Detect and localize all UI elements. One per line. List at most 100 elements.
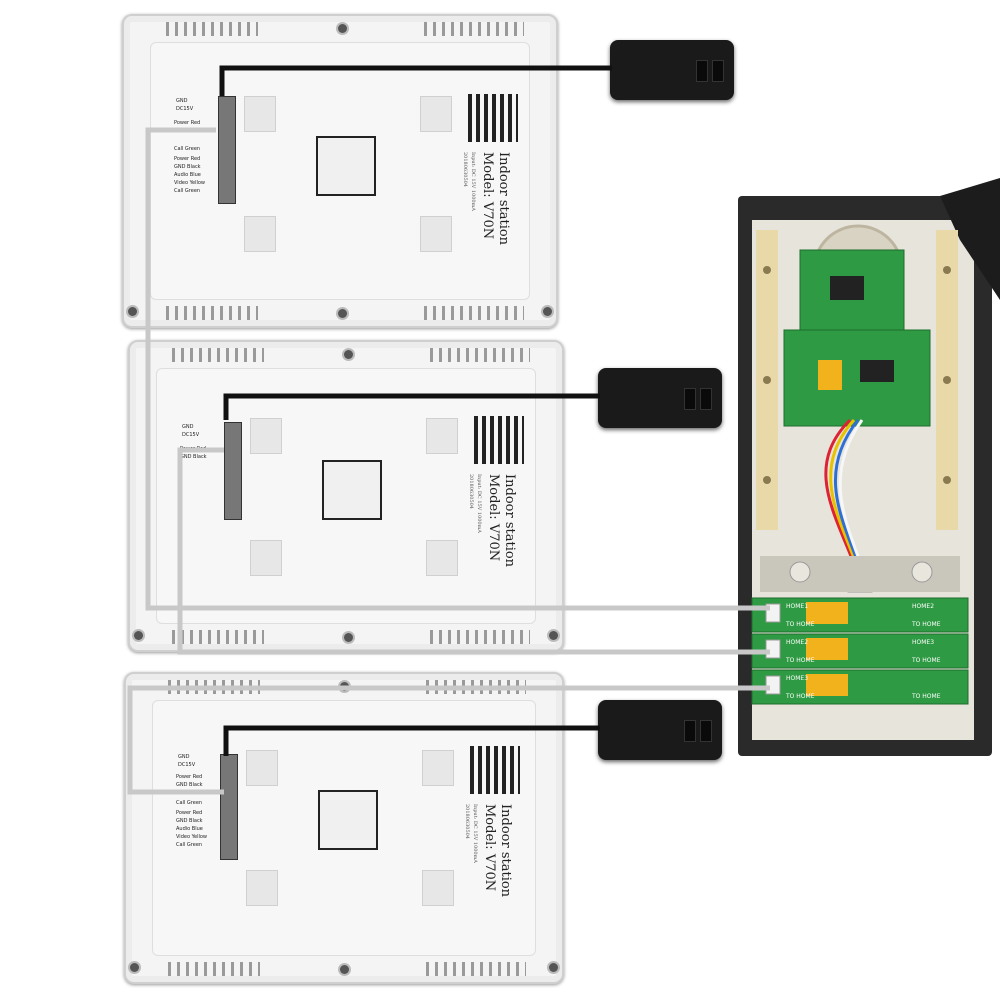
frame-hole — [911, 561, 933, 583]
pin-label: GND — [182, 424, 194, 430]
pin-label: Audio Blue — [176, 826, 203, 832]
pin-label: Power Red — [174, 120, 201, 126]
screw — [549, 963, 558, 972]
mount-slot — [426, 418, 458, 454]
power-adapter-2 — [598, 368, 722, 428]
adapter-prong — [700, 720, 712, 742]
signal-cable-monitor-2 — [177, 447, 770, 655]
mount-slot — [422, 750, 454, 786]
main-pcb — [783, 329, 931, 427]
pin-label: DC15V — [176, 106, 194, 112]
mounting-screw — [763, 476, 771, 484]
mount-slot — [246, 750, 278, 786]
serial-number: 20180630504 — [468, 474, 474, 509]
screw — [128, 307, 137, 316]
outdoor-station — [738, 178, 1000, 756]
pin-label: DC15V — [178, 762, 196, 768]
relay-board-relay — [806, 674, 848, 696]
wall-mount-square — [318, 790, 378, 850]
pin-label: DC15V — [182, 432, 200, 438]
model-label: Model: V70N — [486, 474, 501, 562]
bottom-vent-left — [172, 630, 264, 644]
relay-board-label: HOME2 — [786, 639, 808, 646]
top-vent-right — [430, 348, 530, 362]
pin-label: GND Black — [180, 454, 207, 460]
screw — [543, 307, 552, 316]
speaker-grille — [470, 746, 520, 794]
adapter-prong — [712, 60, 724, 82]
relay-board-label: HOME1 — [786, 603, 808, 610]
signal-cable-monitor-1 — [145, 127, 770, 611]
screw — [344, 633, 353, 642]
screw — [134, 631, 143, 640]
pin-label: Power Red — [174, 156, 201, 162]
relay-board-pcb — [751, 669, 969, 705]
signal-cable-monitor-3 — [127, 685, 770, 795]
mounting-screw — [763, 266, 771, 274]
power-cable-2 — [223, 393, 600, 420]
screw — [130, 963, 139, 972]
serial-number: 20180630504 — [464, 804, 470, 839]
power-adapter-1 — [610, 40, 734, 100]
top-vent-left — [166, 22, 258, 36]
pin-label: Power Red — [176, 774, 203, 780]
mount-slot — [420, 96, 452, 132]
mounting-screw — [943, 266, 951, 274]
model-label: Model: V70N — [480, 152, 495, 240]
mounting-screw — [943, 376, 951, 384]
wall-mount-square — [322, 460, 382, 520]
indoor-monitor-3: Indoor station Model: V70N Input: DC 15V… — [124, 672, 564, 984]
mount-slot — [244, 216, 276, 252]
mount-slot — [422, 870, 454, 906]
relay-board-pcb — [751, 597, 969, 633]
indoor-station-title: Indoor station — [502, 474, 517, 568]
mount-slot — [246, 870, 278, 906]
mount-slot — [244, 96, 276, 132]
top-vent-right — [424, 22, 524, 36]
relay-board-label: TO HOME — [785, 621, 815, 628]
pin-label: GND Black — [176, 818, 203, 824]
bottom-vent-left — [168, 962, 260, 976]
relay-board-label: HOME2 — [912, 603, 934, 610]
indoor-station-title: Indoor station — [496, 152, 511, 246]
relay-board-label: TO HOME — [785, 657, 815, 664]
terminal-block — [220, 754, 238, 860]
top-vent-left — [172, 348, 264, 362]
speaker-grille — [474, 416, 524, 464]
screw — [340, 965, 349, 974]
pcb-relay — [818, 360, 842, 390]
indoor-station-title: Indoor station — [498, 804, 513, 898]
model-label: Model: V70N — [482, 804, 497, 892]
relay-board-1: HOME1 TO HOME HOME2 TO HOME — [751, 597, 969, 633]
screw — [344, 350, 353, 359]
relay-board-label: TO HOME — [911, 693, 941, 700]
power-adapter-3 — [598, 700, 722, 760]
pcb-chip — [830, 276, 864, 300]
mount-slot — [426, 540, 458, 576]
speaker-grille — [468, 94, 518, 142]
relay-board-relay — [806, 602, 848, 624]
wall-mount-square — [316, 136, 376, 196]
pcb-chip — [860, 360, 894, 382]
adapter-prong — [684, 388, 696, 410]
relay-board-label: HOME3 — [786, 675, 808, 682]
pin-label: GND Black — [174, 164, 201, 170]
relay-board-label: TO HOME — [911, 621, 941, 628]
pin-label: Video Yellow — [176, 834, 207, 840]
bottom-vent-right — [424, 306, 524, 320]
screw — [549, 631, 558, 640]
serial-number: 20180630504 — [462, 152, 468, 187]
relay-board-label: TO HOME — [785, 693, 815, 700]
terminal-block — [224, 422, 242, 520]
mount-slot — [250, 540, 282, 576]
screw — [338, 24, 347, 33]
adapter-prong — [684, 720, 696, 742]
relay-board-connector — [765, 639, 781, 659]
pin-label: Power Red — [176, 810, 203, 816]
pin-label: Call Green — [174, 146, 201, 152]
pin-label: Call Green — [176, 800, 203, 806]
input-spec: Input: DC 15V 1000mA — [472, 804, 478, 863]
mount-slot — [250, 418, 282, 454]
